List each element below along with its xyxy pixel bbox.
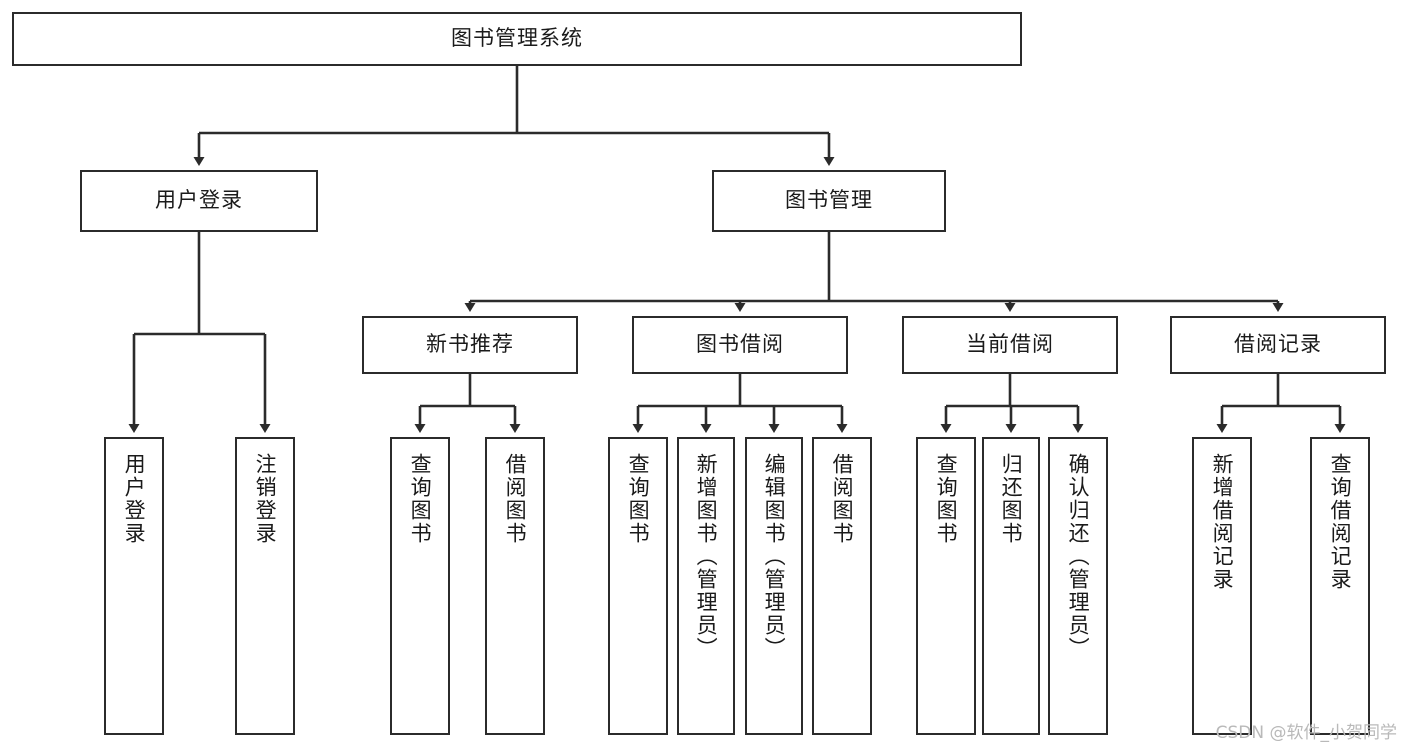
leaf-query-book-2[interactable]: 查询图书	[608, 437, 668, 735]
leaf-return-book[interactable]: 归还图书	[982, 437, 1040, 735]
leaf-label: 注销登录	[253, 453, 278, 545]
node-new-book-recommend[interactable]: 新书推荐	[362, 316, 578, 374]
leaf-add-borrow-record[interactable]: 新增借阅记录	[1192, 437, 1252, 735]
node-current-borrow[interactable]: 当前借阅	[902, 316, 1118, 374]
node-user-login[interactable]: 用户登录	[80, 170, 318, 232]
leaf-label: 查询借阅记录	[1328, 453, 1353, 591]
node-root-system[interactable]: 图书管理系统	[12, 12, 1022, 66]
node-label: 新书推荐	[426, 332, 514, 357]
leaf-label: 用户登录	[122, 453, 147, 545]
leaf-user-login[interactable]: 用户登录	[104, 437, 164, 735]
leaf-label: 新增借阅记录	[1210, 453, 1235, 591]
leaf-label: 新增图书（管理员）	[694, 453, 719, 660]
node-borrow-record[interactable]: 借阅记录	[1170, 316, 1386, 374]
node-label: 当前借阅	[966, 332, 1054, 357]
leaf-label: 查询图书	[626, 453, 651, 545]
node-label: 图书借阅	[696, 332, 784, 357]
leaf-edit-book-admin[interactable]: 编辑图书（管理员）	[745, 437, 803, 735]
leaf-label: 借阅图书	[830, 453, 855, 545]
leaf-query-book-1[interactable]: 查询图书	[390, 437, 450, 735]
leaf-confirm-return-admin[interactable]: 确认归还（管理员）	[1048, 437, 1108, 735]
leaf-add-book-admin[interactable]: 新增图书（管理员）	[677, 437, 735, 735]
leaf-label: 查询图书	[934, 453, 959, 545]
leaf-query-book-3[interactable]: 查询图书	[916, 437, 976, 735]
node-label: 借阅记录	[1234, 332, 1322, 357]
node-book-borrow[interactable]: 图书借阅	[632, 316, 848, 374]
node-label: 图书管理系统	[451, 26, 583, 51]
leaf-label: 确认归还（管理员）	[1066, 453, 1091, 660]
leaf-logout-login[interactable]: 注销登录	[235, 437, 295, 735]
leaf-label: 归还图书	[999, 453, 1024, 545]
watermark-text: CSDN @软件_小贺同学	[1215, 723, 1397, 743]
leaf-label: 借阅图书	[503, 453, 528, 545]
leaf-borrow-book-2[interactable]: 借阅图书	[812, 437, 872, 735]
leaf-borrow-book-1[interactable]: 借阅图书	[485, 437, 545, 735]
node-label: 图书管理	[785, 188, 873, 213]
leaf-label: 查询图书	[408, 453, 433, 545]
node-label: 用户登录	[155, 188, 243, 213]
leaf-label: 编辑图书（管理员）	[762, 453, 787, 660]
node-book-manage[interactable]: 图书管理	[712, 170, 946, 232]
leaf-query-borrow-record[interactable]: 查询借阅记录	[1310, 437, 1370, 735]
